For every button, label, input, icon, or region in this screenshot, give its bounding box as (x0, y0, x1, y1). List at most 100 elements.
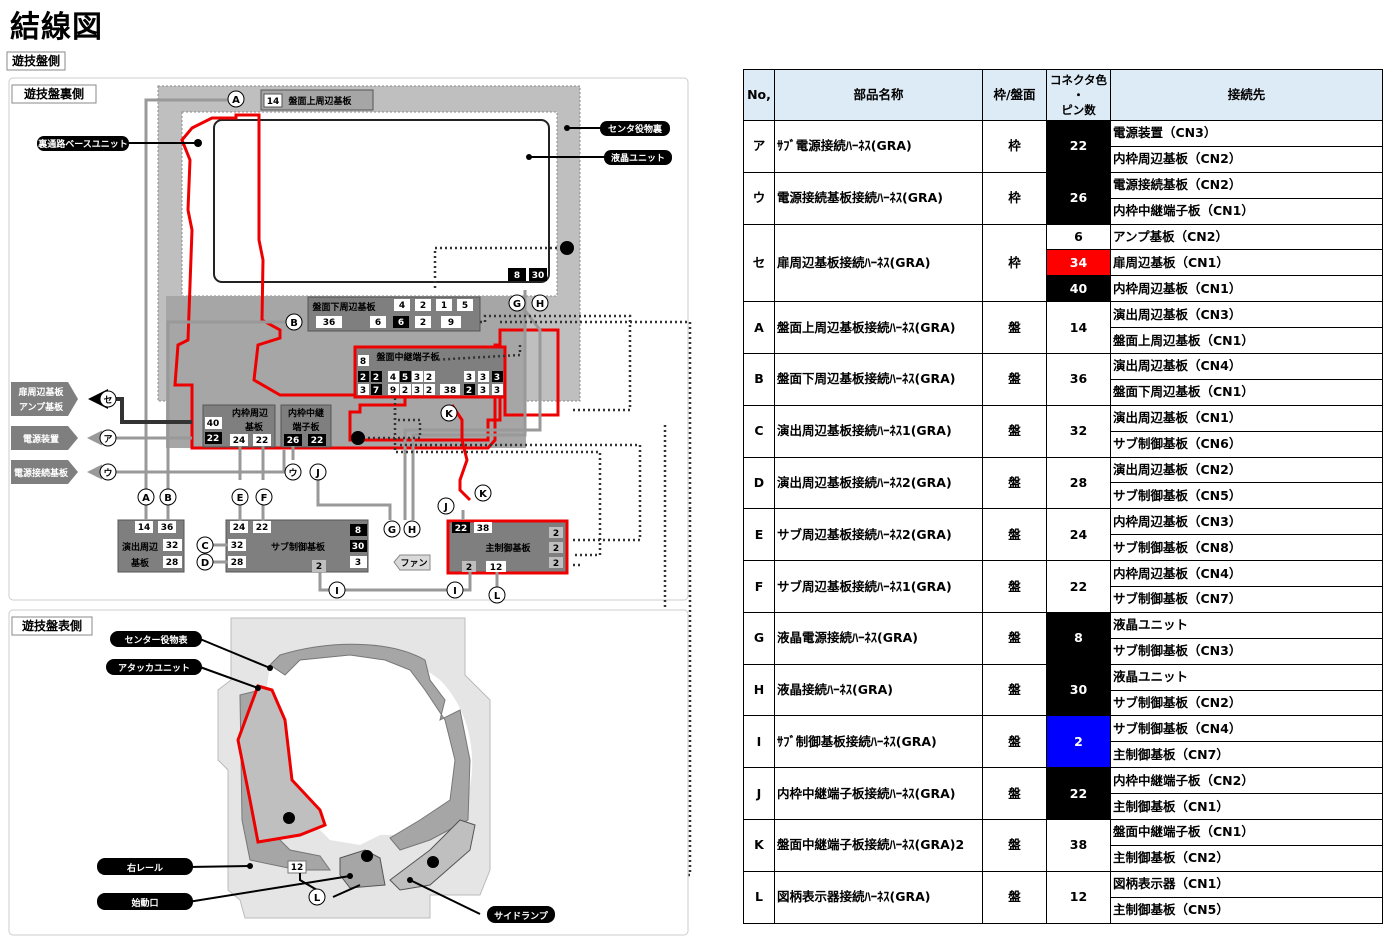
callout-label: 始動口 (131, 897, 158, 909)
callout-center-back (600, 121, 670, 136)
table-row: サブ制御基板（CN2） (744, 689, 1383, 717)
pin-label: 22 (207, 434, 220, 444)
row-dest: 電源装置（CN3） (1110, 120, 1383, 147)
main-board-label: 主制御基板 (485, 542, 531, 554)
pin-label: 2 (466, 563, 472, 573)
row-no: H (743, 663, 775, 717)
inner-board-label: 内枠周辺 (232, 407, 268, 419)
row-frame: 盤 (982, 819, 1047, 872)
pin-label: 3 (466, 373, 472, 383)
lcd-unit-box (213, 119, 550, 283)
row-dest: 扉周辺基板（CN1） (1110, 249, 1383, 277)
row-pin: 36 (1046, 353, 1111, 406)
pin-label: 8 (514, 271, 520, 281)
header-pin: コネクタ色 ・ ピン数 (1046, 69, 1111, 121)
harness-letter: K (479, 489, 488, 500)
pin-label: 24 (233, 523, 246, 533)
callout-label: 右レール (126, 862, 163, 874)
table-row: 内枠中継端子板（CN1） (744, 197, 1383, 225)
pin-label: 6 (375, 318, 381, 328)
pin-label: 22 (455, 524, 468, 534)
row-part: サブ周辺基板接続ﾊｰﾈｽ2(GRA) (774, 508, 983, 562)
header-pin-line: ・ (1072, 87, 1085, 102)
row-no: K (743, 819, 775, 872)
row-frame: 盤 (982, 456, 1047, 510)
callout-side-lamp (487, 906, 555, 923)
pin-label: 3 (494, 373, 500, 383)
pin-label: 3 (414, 373, 420, 383)
pin-label: 9 (448, 318, 454, 328)
row-part: 演出周辺基板接続ﾊｰﾈｽ2(GRA) (774, 456, 983, 510)
row-dest: 液晶ユニット (1110, 611, 1383, 639)
pin-label: 3 (355, 558, 361, 568)
harness-letter: A (142, 493, 150, 504)
section-label: 遊技盤側 (12, 53, 60, 68)
row-dest: 演出周辺基板（CN4） (1110, 353, 1383, 380)
fan-box (393, 554, 431, 571)
callout-label: センタ役物裏 (608, 123, 663, 135)
row-dest: 主制御基板（CN5） (1110, 896, 1383, 924)
pin-label: 12 (291, 863, 304, 873)
pin-label: 2 (373, 373, 379, 383)
harness-letter: ア (103, 434, 112, 445)
row-frame: 盤 (982, 767, 1047, 821)
front-label: 遊技盤表側 (22, 618, 82, 633)
callout-label: 液晶ユニット (611, 152, 665, 164)
harness-letter: I (453, 586, 457, 597)
pin-label: 8 (360, 357, 366, 367)
callout-start-port (97, 893, 193, 910)
harness-letter: A (232, 95, 240, 106)
pin-label: 3 (494, 386, 500, 396)
table-row: サブ制御基板（CN6） (744, 430, 1383, 458)
page-title: 結線図 (10, 10, 103, 45)
pin-label: 3 (360, 386, 366, 396)
pin-label: 38 (477, 524, 490, 534)
pin-label: 7 (373, 386, 379, 396)
pin-label: 14 (138, 523, 151, 533)
row-part: 液晶接続ﾊｰﾈｽ(GRA) (774, 663, 983, 717)
ura-base-outline (173, 113, 560, 450)
header-pin-line: ピン数 (1061, 102, 1096, 117)
header-dest: 接続先 (1110, 69, 1383, 121)
pin-label: 24 (233, 436, 246, 446)
row-no: ウ (743, 171, 775, 225)
pin-label: 2 (402, 386, 408, 396)
pin-label: 26 (287, 436, 300, 446)
row-frame: 盤 (982, 508, 1047, 562)
callout-center-front (110, 631, 202, 647)
row-part: 盤面中継端子板接続ﾊｰﾈｽ(GRA)2 (774, 819, 983, 872)
table-row: 盤面上周辺基板（CN1） (744, 327, 1383, 355)
pin-label: 5 (402, 373, 408, 383)
back-label: 遊技盤裏側 (24, 86, 84, 101)
table-row: 主制御基板（CN1） (744, 793, 1383, 821)
pin-label: 32 (231, 541, 244, 551)
pin-label: 3 (414, 386, 420, 396)
row-dest: サブ制御基板（CN2） (1110, 689, 1383, 717)
attacker-outline (236, 684, 327, 844)
pin-label: 2 (553, 559, 559, 569)
row-no: C (743, 404, 775, 458)
door-board-label: アンプ基板 (19, 401, 64, 413)
harness-letter: ウ (288, 468, 297, 479)
row-frame: 盤 (982, 560, 1047, 613)
row-dest: 電源接続基板（CN2） (1110, 171, 1383, 199)
pin-label: 36 (161, 523, 174, 533)
row-pin: 28 (1046, 456, 1111, 510)
power-board-box (11, 460, 78, 484)
row-part: サブ周辺基板接続ﾊｰﾈｽ1(GRA) (774, 560, 983, 613)
pin-label: 4 (399, 301, 405, 311)
row-dest: サブ制御基板（CN3） (1110, 637, 1383, 665)
harness-letter: D (201, 558, 209, 569)
row-dest: 主制御基板（CN7） (1110, 741, 1383, 769)
row-no: セ (743, 223, 775, 303)
row-dest: サブ制御基板（CN5） (1110, 482, 1383, 510)
row-dest: 内枠周辺基板（CN1） (1110, 275, 1383, 303)
pin-label: 30 (352, 542, 365, 552)
row-dest: 演出周辺基板（CN1） (1110, 404, 1383, 432)
